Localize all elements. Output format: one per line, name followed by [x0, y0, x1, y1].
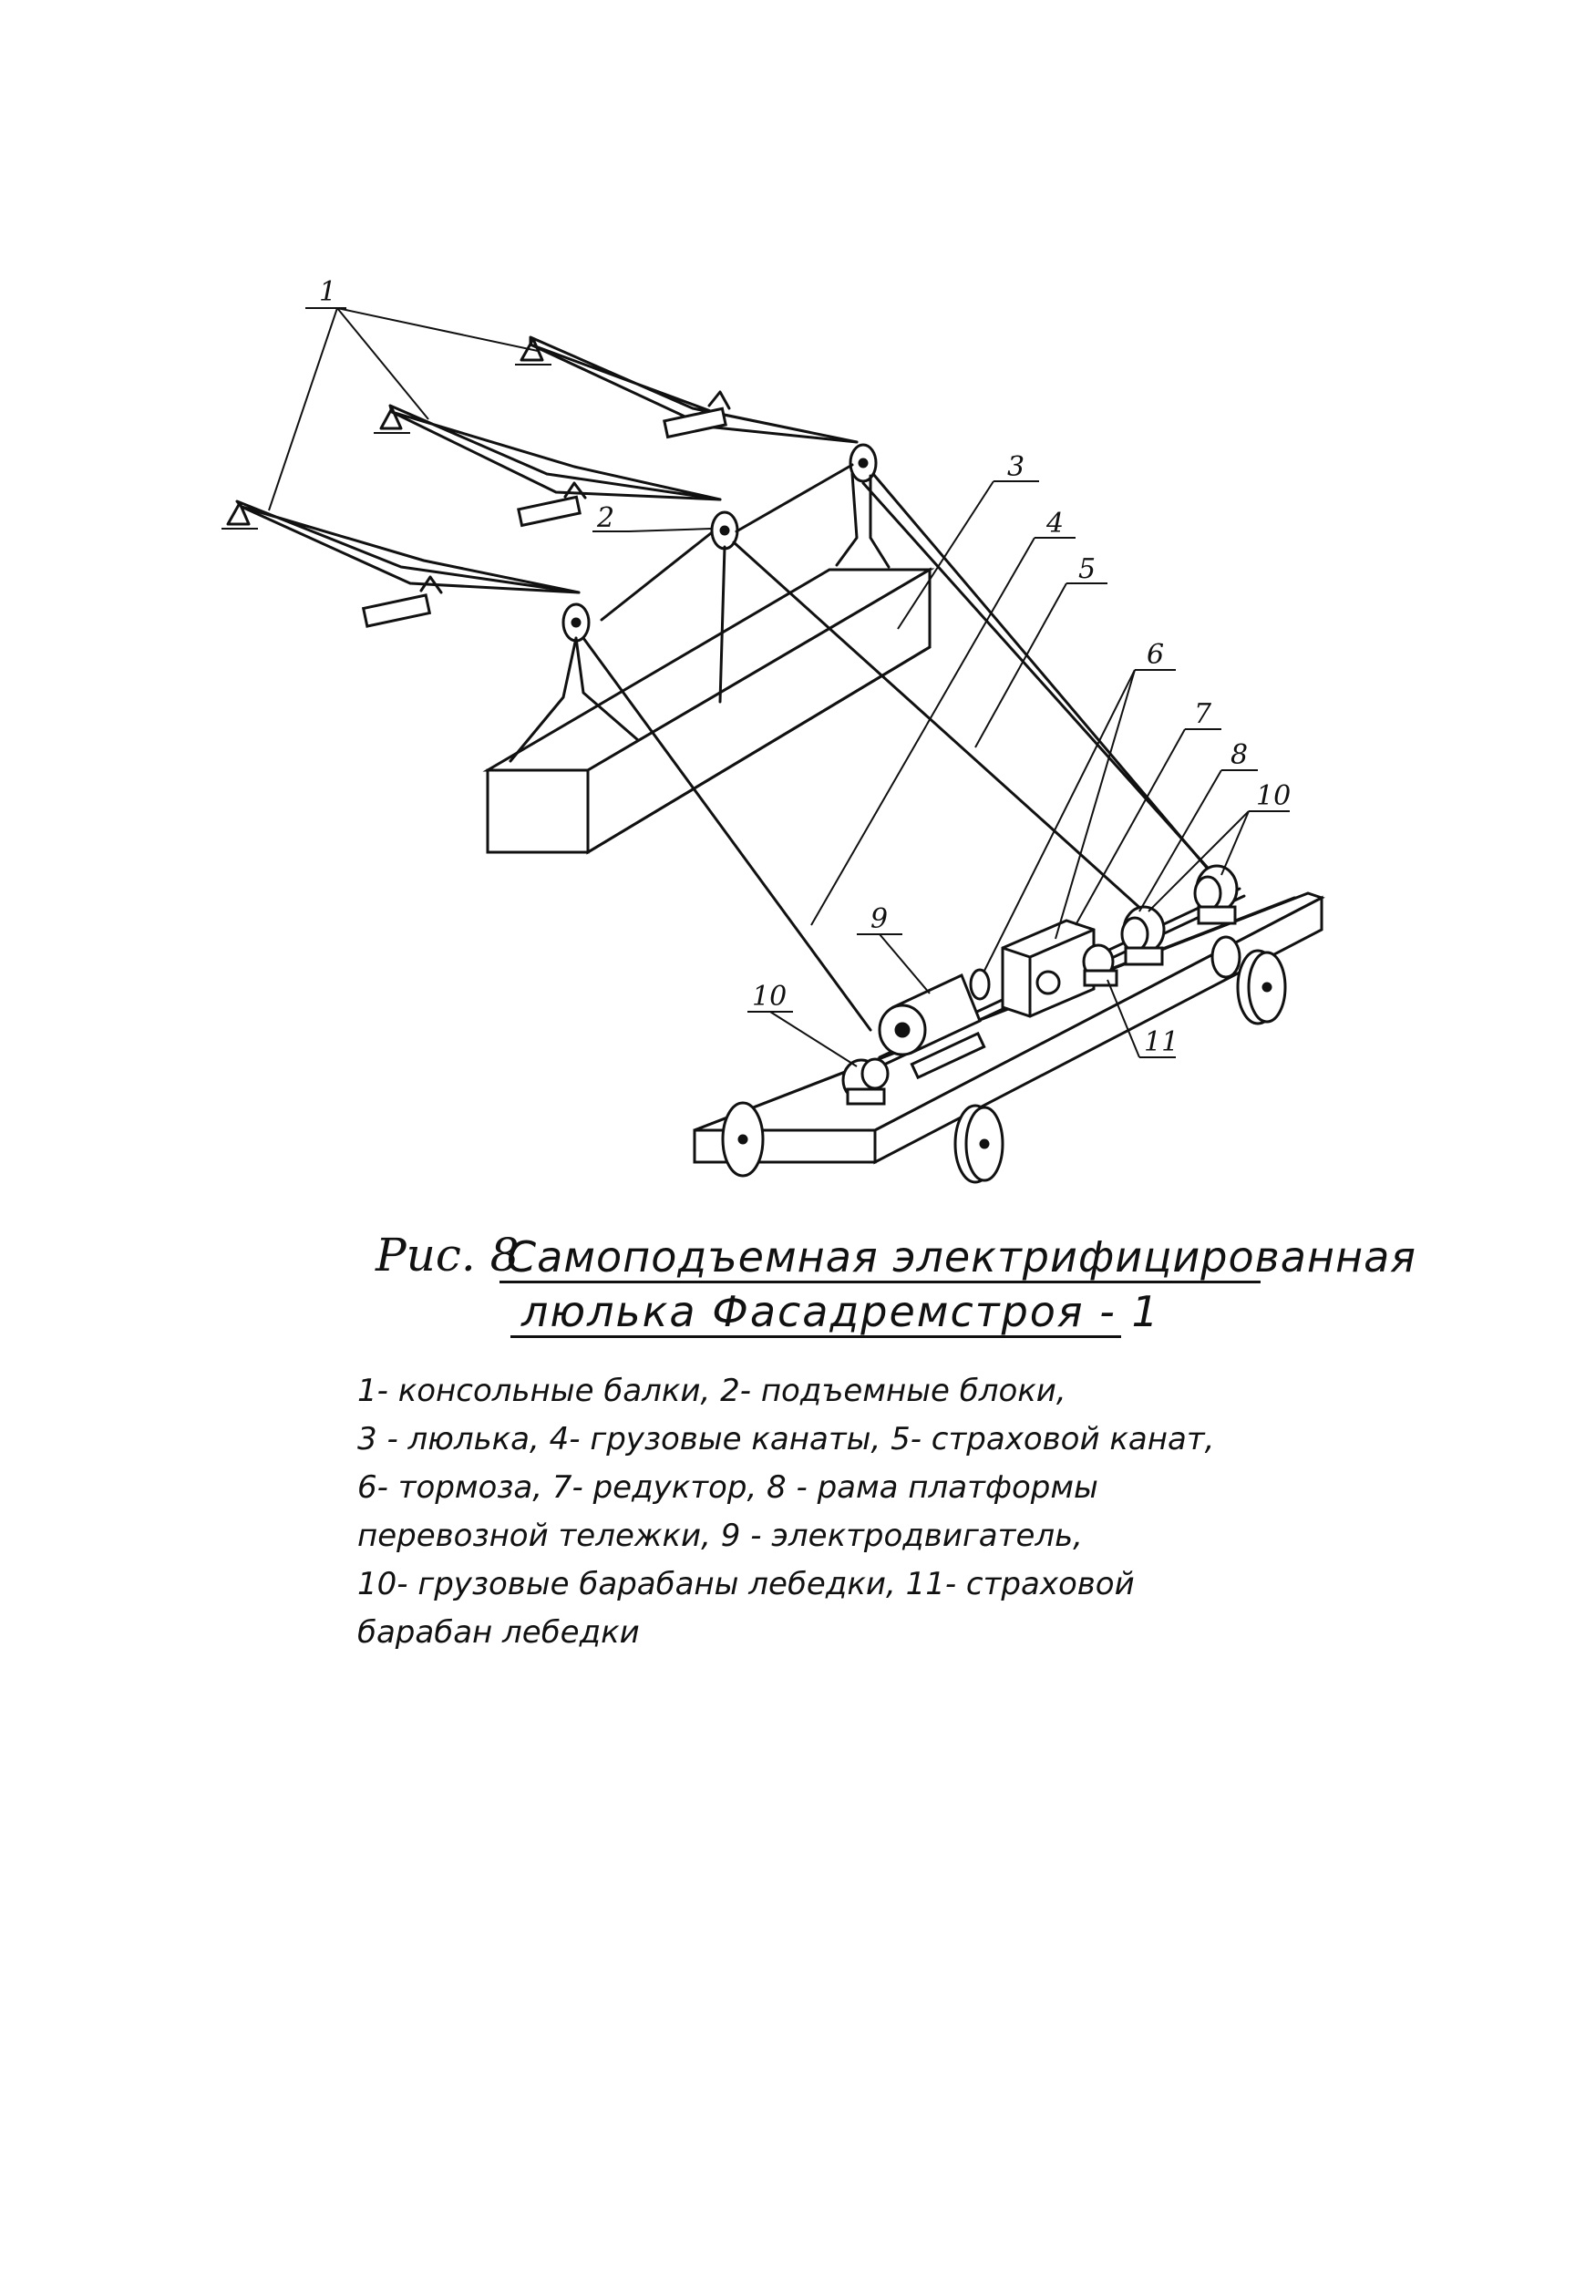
leader-7	[1075, 728, 1186, 926]
label-11: 11	[1144, 1026, 1179, 1058]
leader-9	[879, 933, 931, 994]
console-beam-front	[221, 499, 581, 628]
leader-5	[974, 582, 1067, 748]
leader-2	[628, 528, 712, 532]
leader-1c	[268, 307, 338, 511]
leader-8	[1138, 769, 1222, 912]
load-rope-right	[861, 481, 1232, 895]
pulley-block-right	[849, 443, 878, 483]
leader-4	[810, 537, 1035, 926]
leader-10a	[1148, 810, 1250, 912]
load-drum-right	[1120, 905, 1166, 966]
leader-1a	[336, 307, 539, 352]
reducer	[1001, 919, 1096, 1018]
label-3: 3	[1007, 451, 1025, 483]
load-rope-left	[582, 636, 872, 1032]
load-rope-middle	[732, 541, 1146, 913]
leader-10c	[769, 1011, 858, 1067]
console-beam-rear	[515, 335, 859, 444]
label-6: 6	[1147, 639, 1164, 671]
wheel-front-right	[953, 1104, 1004, 1184]
label-9: 9	[870, 903, 888, 935]
electric-motor	[878, 973, 986, 1080]
wheel-rear-left	[1210, 935, 1241, 979]
label-5: 5	[1078, 553, 1096, 585]
load-drum-far	[1193, 864, 1239, 925]
console-beam-middle	[374, 404, 722, 528]
wheel-rear-right	[1236, 949, 1287, 1025]
safety-drum	[1082, 943, 1118, 987]
leader-11	[1107, 979, 1140, 1058]
label-4: 4	[1045, 508, 1064, 540]
label-2: 2	[596, 502, 614, 534]
pulley-block-left	[561, 602, 591, 643]
leader-3	[897, 480, 994, 630]
label-1: 1	[319, 276, 336, 308]
label-10-left: 10	[752, 981, 787, 1013]
label-8: 8	[1230, 739, 1248, 771]
safety-rope	[871, 472, 1219, 881]
label-10-right: 10	[1256, 780, 1291, 812]
load-drum-left	[841, 1057, 890, 1106]
brake-1	[969, 968, 991, 1001]
leader-6a	[983, 669, 1136, 972]
leader-1b	[336, 307, 429, 420]
label-7: 7	[1194, 698, 1212, 730]
platform-frame	[693, 891, 1325, 1165]
wheel-front-left	[721, 1101, 765, 1178]
leader-6b	[1055, 669, 1136, 940]
leader-10b	[1220, 810, 1250, 876]
